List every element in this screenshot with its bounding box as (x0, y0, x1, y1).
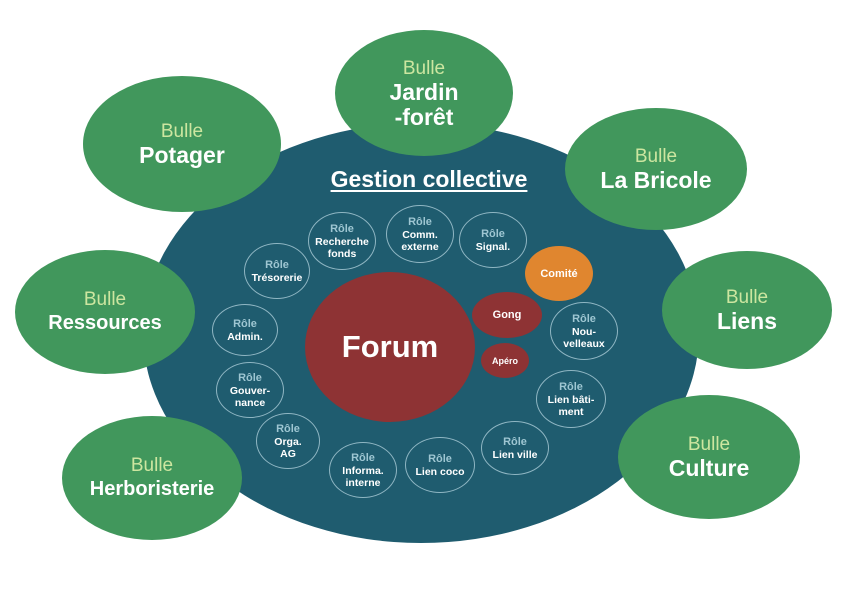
role-lien-coco: Rôle Lien coco (405, 437, 475, 493)
role-kicker: Rôle (572, 312, 596, 325)
role-name: Nou- velleaux (563, 325, 605, 350)
bulle-name: Culture (668, 455, 750, 481)
bulle-kicker: Bulle (160, 121, 204, 142)
role-kicker: Rôle (503, 435, 527, 448)
role-nouvelleaux: Rôle Nou- velleaux (550, 302, 618, 360)
role-name: Comm. externe (401, 228, 439, 253)
forum-circle: Forum (305, 272, 475, 422)
role-tresorerie: Rôle Trésorerie (244, 243, 310, 299)
role-gouvernance: Rôle Gouver- nance (216, 362, 284, 418)
bulle-potager: Bulle Potager (83, 76, 281, 212)
apero-circle: Apéro (481, 343, 529, 378)
bulle-name: La Bricole (600, 167, 712, 193)
role-admin: Rôle Admin. (212, 304, 278, 356)
bulle-liens: Bulle Liens (662, 251, 832, 369)
bulle-name: Herboristerie (89, 478, 215, 500)
comite-label: Comité (540, 267, 578, 280)
bulle-name: Liens (716, 308, 778, 334)
role-kicker: Rôle (351, 451, 375, 464)
role-name: Admin. (227, 330, 263, 343)
bulle-kicker: Bulle (130, 455, 174, 476)
role-kicker: Rôle (408, 215, 432, 228)
role-name: Lien ville (492, 448, 538, 461)
bulle-culture: Bulle Culture (618, 395, 800, 519)
role-orga-ag: Rôle Orga. AG (256, 413, 320, 469)
bulle-name: Jardin -forêt (389, 78, 459, 130)
role-name: Recherche fonds (315, 235, 369, 260)
role-name: Orga. AG (274, 435, 302, 460)
role-kicker: Rôle (238, 371, 262, 384)
bulle-jardin-foret: Bulle Jardin -forêt (335, 30, 513, 156)
apero-label: Apéro (491, 355, 518, 366)
bulle-herboristerie: Bulle Herboristerie (62, 416, 242, 540)
bulle-la-bricole: Bulle La Bricole (565, 108, 747, 230)
bulle-kicker: Bulle (687, 434, 731, 455)
forum-label: Forum (341, 329, 439, 364)
bulle-kicker: Bulle (725, 287, 769, 308)
role-kicker: Rôle (559, 380, 583, 393)
role-kicker: Rôle (330, 222, 354, 235)
role-name: Lien bâti- ment (547, 393, 595, 418)
gong-circle: Gong (472, 292, 542, 338)
bulle-kicker: Bulle (634, 146, 678, 167)
bulle-kicker: Bulle (402, 57, 446, 79)
gong-label: Gong (492, 309, 522, 321)
role-informa-interne: Rôle Informa. interne (329, 442, 397, 498)
bulle-ressources: Bulle Ressources (15, 250, 195, 374)
role-comm-externe: Rôle Comm. externe (386, 205, 454, 263)
role-kicker: Rôle (428, 452, 452, 465)
role-name: Informa. interne (342, 464, 384, 489)
role-kicker: Rôle (276, 422, 300, 435)
comite-circle: Comité (525, 246, 593, 301)
role-lien-ville: Rôle Lien ville (481, 421, 549, 475)
role-lien-batiment: Rôle Lien bâti- ment (536, 370, 606, 428)
bulle-name: Ressources (48, 312, 162, 334)
role-name: Trésorerie (251, 271, 303, 284)
role-signal: Rôle Signal. (459, 212, 527, 268)
role-recherche-fonds: Rôle Recherche fonds (308, 212, 376, 270)
bulle-kicker: Bulle (83, 289, 127, 310)
role-name: Gouver- nance (229, 384, 271, 409)
role-kicker: Rôle (265, 258, 289, 271)
bulle-name: Potager (139, 142, 225, 168)
diagram-title: Gestion collective (330, 166, 528, 192)
role-name: Lien coco (415, 465, 465, 478)
role-kicker: Rôle (481, 227, 505, 240)
role-name: Signal. (475, 240, 511, 253)
role-kicker: Rôle (233, 317, 257, 330)
